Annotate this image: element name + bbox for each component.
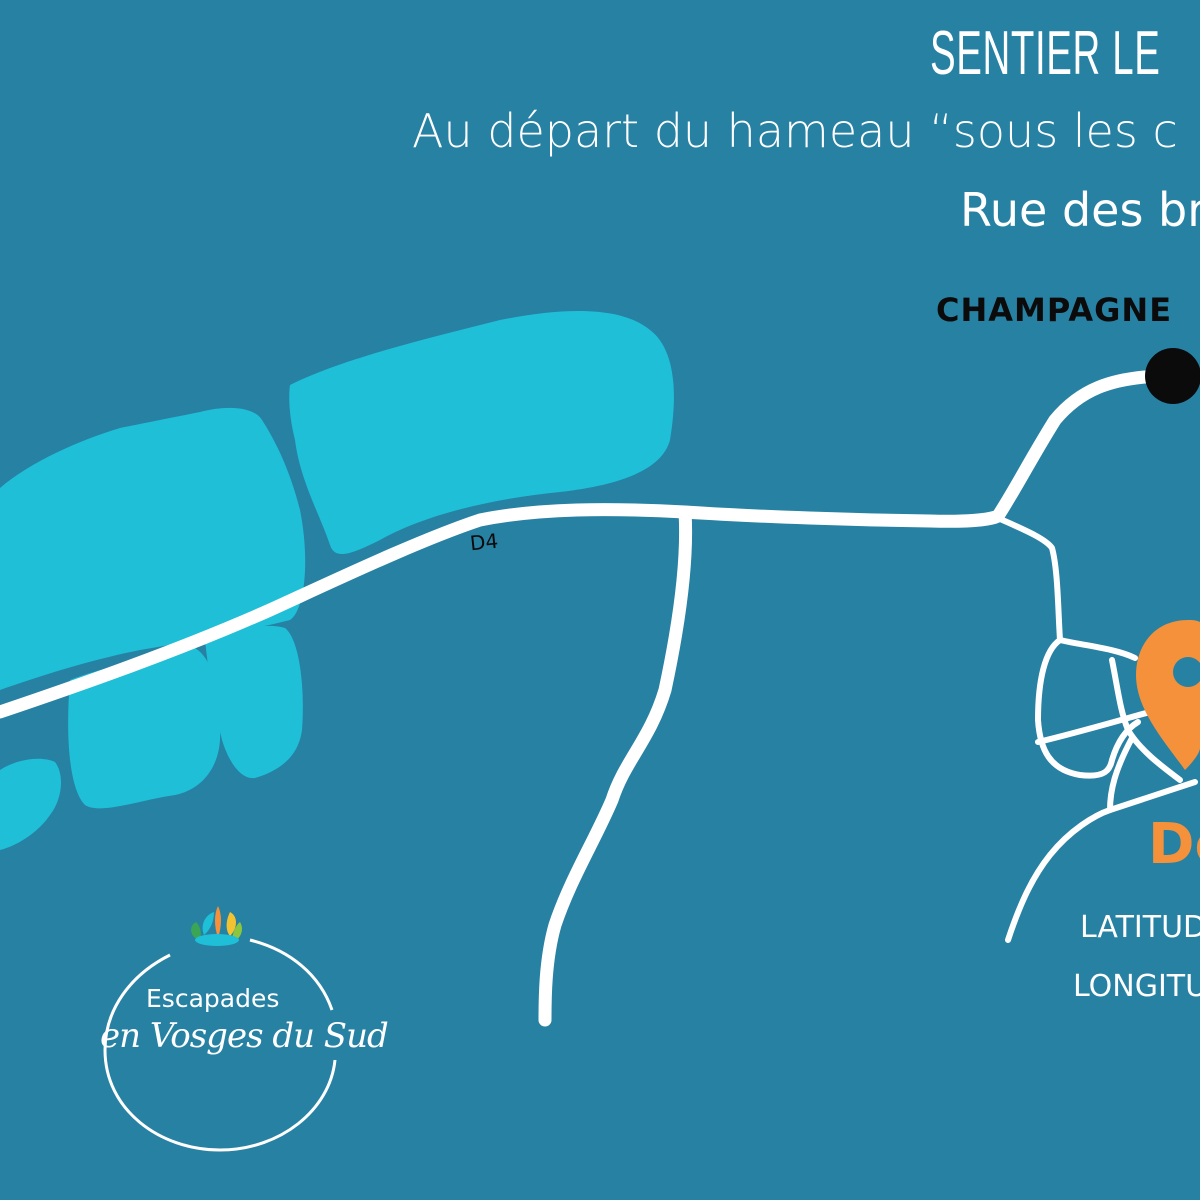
street-subtitle: Rue des br xyxy=(960,183,1200,237)
page-title: SENTIER LE xyxy=(930,19,1161,88)
road-east-branch xyxy=(995,515,1138,661)
latitude-label: LATITUD xyxy=(1080,910,1200,945)
logo-text-vosges: en Vosges du Sud xyxy=(100,1016,389,1056)
lake-lower-right xyxy=(205,625,303,779)
water-areas xyxy=(0,310,674,850)
road-south xyxy=(538,505,693,1027)
road-loop xyxy=(1035,637,1141,779)
lake-bottom-left xyxy=(0,758,62,850)
road-inner xyxy=(1109,657,1183,783)
start-label: De xyxy=(1148,812,1200,877)
location-pin-icon xyxy=(1136,620,1200,770)
roads xyxy=(0,369,1198,1027)
town-label: CHAMPAGNE xyxy=(936,291,1173,329)
lake-left-long xyxy=(0,407,306,690)
longitude-label: LONGITU xyxy=(1073,969,1200,1004)
lake-lower-left xyxy=(68,648,221,809)
page-subtitle: Au départ du hameau “sous les c xyxy=(412,104,1178,158)
lotus-leaves-icon xyxy=(191,906,243,946)
logo-text-escapades: Escapades xyxy=(146,984,280,1013)
road-label: D4 xyxy=(468,528,500,556)
road-cross xyxy=(1035,709,1153,745)
lake-upper-block xyxy=(289,310,674,555)
logo-ring xyxy=(103,938,337,1152)
road-spur xyxy=(1107,779,1198,813)
road-southwest xyxy=(1005,735,1135,943)
champagne-town-marker xyxy=(1145,348,1200,404)
